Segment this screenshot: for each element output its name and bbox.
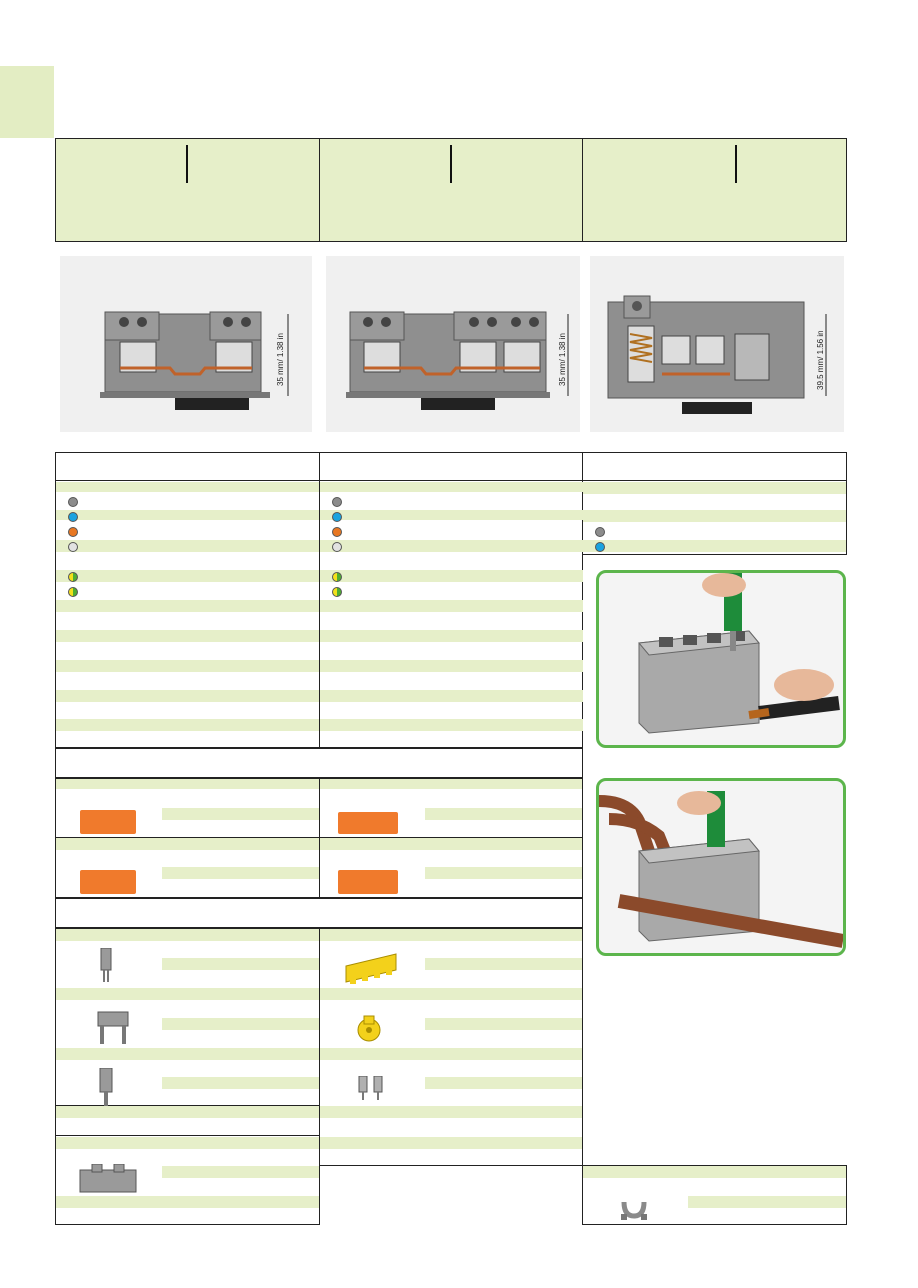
- blue-color-dot-icon: [68, 512, 78, 522]
- accessory-row: [320, 838, 582, 850]
- accessory-column-2: [319, 928, 583, 1166]
- end-plate-icon: [338, 870, 398, 894]
- end-plate-icon: [338, 812, 398, 834]
- yellow-green-dot-icon: [68, 572, 78, 582]
- header-divider: [450, 145, 452, 183]
- terminal-block-icon: [607, 295, 827, 414]
- comb-jumper-icon: [345, 953, 397, 984]
- copper-bar-insertion-icon: [599, 791, 843, 948]
- end-stop-icon: [79, 1164, 137, 1193]
- product-header-2: [319, 138, 583, 242]
- header-divider: [735, 145, 737, 183]
- accessory-row: [320, 1048, 582, 1060]
- blue-color-dot-icon: [595, 542, 605, 552]
- table-row: [583, 540, 846, 552]
- section-heading-jumpers: [55, 898, 583, 928]
- gray-color-dot-icon: [68, 497, 78, 507]
- spec-table-3: [582, 452, 847, 555]
- accessory-row: [162, 958, 319, 970]
- accessory-row: [56, 779, 319, 789]
- wide-jumper-icon: [97, 1011, 129, 1044]
- gray-color-dot-icon: [595, 527, 605, 537]
- table-row: [583, 482, 846, 494]
- accessory-row: [320, 929, 582, 941]
- accessory-row: [56, 929, 319, 941]
- table-row: [583, 510, 846, 522]
- jumper-icon: [100, 948, 112, 982]
- accessory-row: [56, 1196, 319, 1208]
- end-plate-icon: [80, 870, 136, 894]
- light-gray-color-dot-icon: [68, 542, 78, 552]
- product-photo-3-conductor: 35 mm/ 1.38 in: [326, 256, 580, 432]
- accessory-row: [56, 1106, 319, 1118]
- marker-icon: [357, 1015, 381, 1042]
- table-header-rule: [55, 480, 847, 481]
- callout-copper-bar: [596, 778, 846, 956]
- test-plug-pair-icon: [358, 1076, 383, 1100]
- u-jumper-icon: [621, 1201, 647, 1220]
- accessory-row: [56, 988, 319, 1000]
- accessory-row: [320, 988, 582, 1000]
- accessory-row: [688, 1196, 846, 1208]
- accessory-row: [425, 958, 582, 970]
- accessory-row: [56, 838, 319, 850]
- product-photo-2-conductor: 35 mm/ 1.38 in: [60, 256, 312, 432]
- yellow-green-dot-icon: [332, 587, 342, 597]
- orange-color-dot-icon: [68, 527, 78, 537]
- accessory-row: [320, 1106, 582, 1118]
- terminal-block-icon: [346, 311, 569, 410]
- dimension-label: 39.5 mm/ 1.56 in: [816, 330, 825, 390]
- accessory-row: [425, 808, 582, 820]
- product-header-3: [582, 138, 847, 242]
- terminal-block-icon: [100, 311, 289, 410]
- dimension-label: 35 mm/ 1.38 in: [558, 333, 567, 386]
- section-heading-end-plates: [55, 748, 583, 778]
- row-rule: [56, 1105, 319, 1106]
- accessory-row: [162, 1166, 319, 1178]
- blue-color-dot-icon: [332, 512, 342, 522]
- accessory-row: [425, 1018, 582, 1030]
- accessory-cell: [319, 837, 583, 898]
- row-rule: [56, 1135, 319, 1136]
- column-divider: [319, 482, 320, 748]
- product-photo-stud-terminal: 39.5 mm/ 1.56 in: [590, 256, 844, 432]
- header-divider: [186, 145, 188, 183]
- gray-color-dot-icon: [332, 497, 342, 507]
- accessory-cell: [582, 1165, 847, 1225]
- product-header-1: [55, 138, 320, 242]
- test-plug-icon: [99, 1068, 113, 1106]
- end-plate-icon: [80, 810, 136, 834]
- callout-wire-insertion: [596, 570, 846, 748]
- accessory-row: [425, 867, 582, 879]
- accessory-row: [162, 1077, 319, 1089]
- accessory-row: [162, 1018, 319, 1030]
- accessory-row: [56, 1137, 319, 1149]
- yellow-green-dot-icon: [332, 572, 342, 582]
- section-tab: [0, 66, 54, 138]
- accessory-row: [425, 1077, 582, 1089]
- accessory-row: [162, 867, 319, 879]
- accessory-row: [320, 1137, 582, 1149]
- dimension-label: 35 mm/ 1.38 in: [276, 333, 285, 386]
- orange-color-dot-icon: [332, 527, 342, 537]
- yellow-green-dot-icon: [68, 587, 78, 597]
- accessory-row: [56, 1048, 319, 1060]
- accessory-row: [320, 779, 582, 789]
- accessory-row: [162, 808, 319, 820]
- accessory-row: [583, 1166, 846, 1178]
- screwdriver-wire-insertion-icon: [638, 573, 840, 734]
- light-gray-color-dot-icon: [332, 542, 342, 552]
